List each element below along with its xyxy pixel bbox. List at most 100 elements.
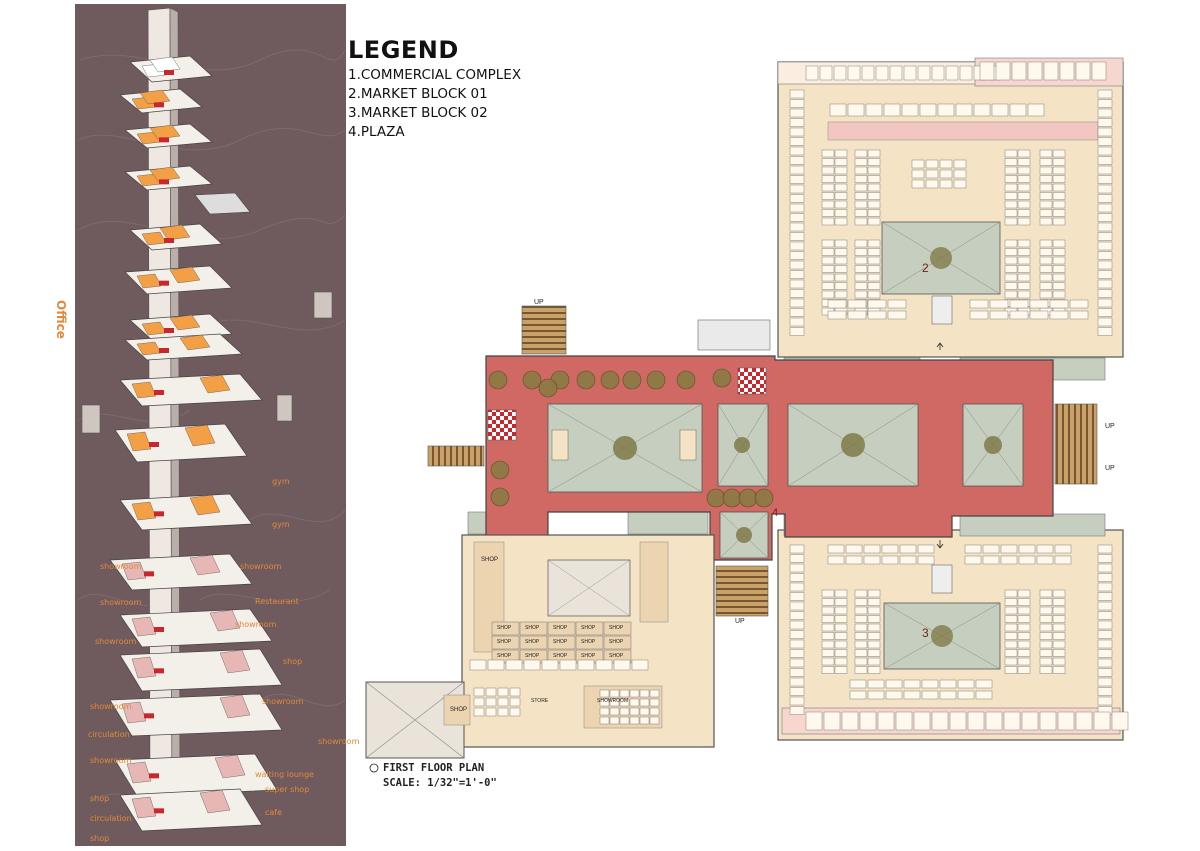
tree-icon <box>522 370 542 390</box>
floor-slabs <box>109 55 283 832</box>
shop-stall <box>834 149 848 158</box>
shop-stall <box>649 698 660 707</box>
shop-stall <box>1097 630 1113 639</box>
shop-stall <box>959 65 973 81</box>
shop-stall <box>1039 200 1053 209</box>
shop-stall <box>1004 666 1018 674</box>
floor-slab <box>109 553 253 591</box>
shop-stall <box>955 103 973 117</box>
shop-stall <box>639 716 650 725</box>
ramp <box>697 319 771 351</box>
shop-stall <box>964 555 982 565</box>
shop-stall <box>867 265 881 273</box>
shop-stall <box>845 555 863 565</box>
shop-stall <box>821 183 835 192</box>
shop-stall <box>1052 248 1066 256</box>
shop-stall <box>867 589 881 598</box>
shop-stall <box>834 589 848 598</box>
shop-stall <box>789 677 805 687</box>
shop-stall <box>639 707 650 716</box>
core-room <box>149 773 159 779</box>
shop-stall <box>1004 273 1018 282</box>
shop-stall <box>931 711 949 731</box>
shop-stall <box>609 689 620 698</box>
axonometric-label: showroom <box>235 620 277 629</box>
shop-stall <box>867 183 881 192</box>
shop-label: SHOP <box>553 653 568 659</box>
shop-stall <box>639 689 650 698</box>
up-label-east-2: UP <box>1105 465 1115 472</box>
shop-stall <box>1017 657 1031 666</box>
shop-stall <box>854 166 868 175</box>
room-block <box>139 89 171 105</box>
core-room <box>159 137 169 143</box>
tree-icon <box>622 370 642 390</box>
shop-stall <box>847 65 861 81</box>
shop-stall <box>1097 668 1113 677</box>
shop-stall <box>867 666 881 674</box>
shop-stall <box>1039 632 1053 640</box>
shop-stall <box>1052 239 1066 248</box>
up-label-north: UP <box>534 299 544 306</box>
axonometric-label: gym <box>272 477 290 486</box>
shop-stall <box>945 65 959 81</box>
shop-stall <box>789 232 805 241</box>
room-block <box>131 656 157 679</box>
shop-stall <box>1052 265 1066 273</box>
store-label: STORE <box>531 698 549 704</box>
shop-label: SHOP <box>481 557 499 563</box>
shop-stall <box>881 544 899 554</box>
shop-stall <box>1049 310 1069 320</box>
shop-stall <box>613 659 631 671</box>
axonometric-label: showroom <box>262 697 304 706</box>
shop-stall <box>1052 640 1066 649</box>
shop-stall <box>917 65 931 81</box>
shop-stall <box>1097 308 1113 317</box>
shop-stall <box>821 640 835 649</box>
shop-stall <box>973 103 991 117</box>
shop-stall <box>649 707 660 716</box>
commercial-complex <box>461 534 715 748</box>
shop-stall <box>649 689 660 698</box>
shop-stall <box>789 298 805 308</box>
shop-unit <box>491 621 520 636</box>
shop-unit <box>547 621 576 636</box>
side-panel <box>81 404 101 434</box>
shop-stall <box>1039 606 1053 615</box>
shop-stall <box>1004 606 1018 615</box>
shop-stall <box>964 544 982 554</box>
core-room <box>144 571 154 577</box>
shop-stall <box>953 169 967 179</box>
shop-stall <box>1075 711 1093 731</box>
shop-stall <box>789 213 805 222</box>
room-block <box>189 554 221 576</box>
shop-stall <box>939 169 953 179</box>
shop-stall <box>1017 273 1031 282</box>
axonometric-label: showroom <box>95 637 137 646</box>
plan-caption: FIRST FLOOR PLAN <box>383 762 485 774</box>
shop-unit <box>491 649 520 664</box>
shop-stall <box>847 103 865 117</box>
shop-stall <box>827 544 845 554</box>
shop-stall <box>1097 696 1113 706</box>
shop-stall <box>821 615 835 623</box>
tree-icon <box>722 488 742 508</box>
room-block <box>189 494 221 516</box>
shop-stall <box>1017 239 1031 248</box>
tree-icon <box>676 370 696 390</box>
shop-stall <box>789 127 805 137</box>
shop-stall <box>1009 103 1027 117</box>
stair-east <box>1054 403 1098 485</box>
shop-stall <box>1017 175 1031 183</box>
room-block <box>136 273 162 289</box>
tree-icon <box>734 437 750 453</box>
shop-label: SHOP <box>497 653 512 659</box>
tree-icon <box>490 487 510 507</box>
shop-stall <box>1097 677 1113 687</box>
shop-unit <box>603 621 632 636</box>
shop-stall <box>1004 632 1018 640</box>
shop-stall <box>854 598 868 606</box>
shop-stall <box>931 65 945 81</box>
shop-stall <box>854 606 868 615</box>
shop-stall <box>485 707 497 717</box>
